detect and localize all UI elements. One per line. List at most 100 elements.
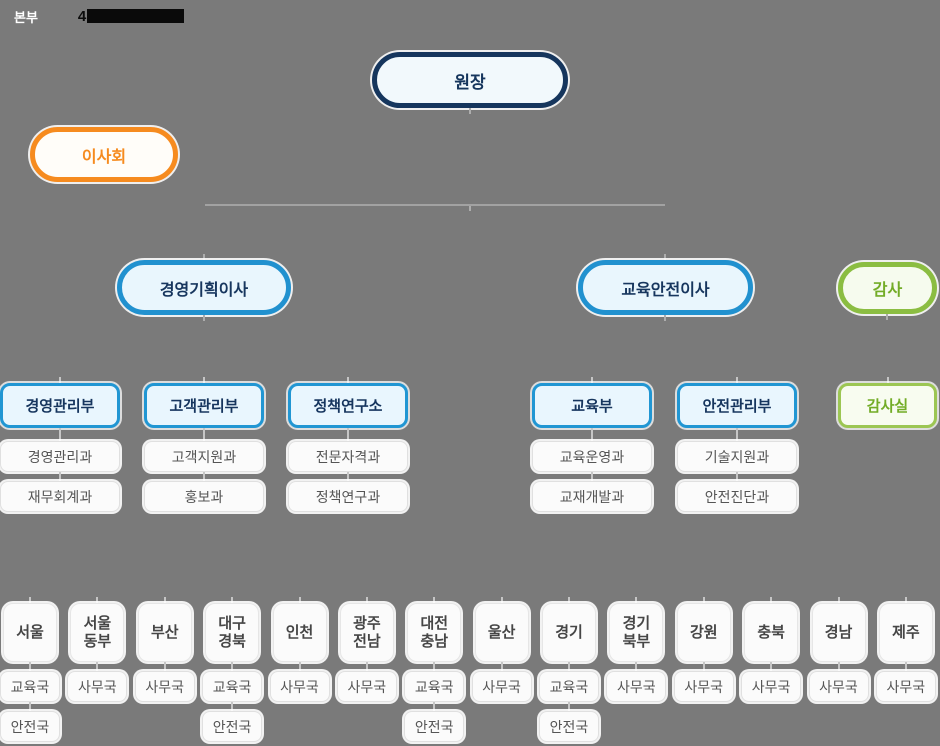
office-label: 사무국 bbox=[617, 678, 656, 695]
office-box: 안전국 bbox=[0, 711, 60, 742]
region-label: 인천 bbox=[285, 623, 314, 641]
office-label: 교육국 bbox=[212, 678, 252, 695]
region-box: 제주 bbox=[878, 603, 933, 662]
dept-column-management: 경영관리부 경영관리과 재무회계과 bbox=[0, 377, 120, 512]
dept-box: 교육부 bbox=[532, 383, 652, 428]
team-label: 재무회계과 bbox=[27, 488, 93, 505]
office-label: 사무국 bbox=[78, 678, 117, 695]
region-column-gwangju-jeonnam: 광주 전남 사무국 bbox=[336, 597, 397, 742]
connector-tick bbox=[568, 662, 570, 671]
connector-tick bbox=[702, 662, 705, 671]
office-box: 교육국 bbox=[0, 671, 60, 702]
office-label: 사무국 bbox=[684, 678, 724, 695]
dept-label: 감사실 bbox=[866, 398, 909, 415]
connector-tick bbox=[298, 662, 301, 671]
region-box: 서울 bbox=[3, 603, 57, 662]
team-box: 기술지원과 bbox=[677, 441, 797, 472]
region-column-daejeon-chungnam: 대전 충남 교육국 안전국 bbox=[404, 597, 465, 742]
connector-tick bbox=[163, 662, 166, 671]
office-box: 안전국 bbox=[404, 711, 465, 742]
region-label: 경남 bbox=[824, 623, 853, 641]
connector-tick bbox=[59, 472, 61, 481]
connector-tick bbox=[736, 428, 738, 441]
team-box: 정책연구과 bbox=[288, 481, 408, 512]
office-box: 사무국 bbox=[875, 671, 936, 702]
connector-stub bbox=[203, 254, 205, 260]
connector-tick bbox=[59, 428, 61, 441]
region-label: 대구 경북 bbox=[218, 615, 246, 650]
dept-box: 감사실 bbox=[838, 383, 937, 428]
team-box: 경영관리과 bbox=[0, 441, 120, 472]
region-label: 경기 북부 bbox=[622, 615, 651, 650]
office-label: 사무국 bbox=[886, 678, 926, 695]
office-box: 사무국 bbox=[134, 671, 195, 702]
region-label: 대전 충남 bbox=[420, 615, 449, 650]
node-auditor: 감사 bbox=[838, 262, 937, 314]
connector-tick bbox=[365, 662, 368, 671]
region-column-jeju: 제주 사무국 bbox=[875, 597, 936, 742]
connector-stub bbox=[886, 314, 888, 320]
office-label: 사무국 bbox=[280, 678, 319, 695]
region-box: 경기 북부 bbox=[609, 603, 664, 662]
region-column-daegu-gyeongbuk: 대구 경북 교육국 안전국 bbox=[202, 597, 263, 742]
connector-tick bbox=[203, 472, 205, 481]
connector-tick bbox=[203, 428, 205, 441]
redacted-text-bar bbox=[87, 9, 185, 23]
region-column-busan: 부산 사무국 bbox=[134, 597, 195, 742]
connector-tick bbox=[837, 597, 840, 603]
office-label: 사무국 bbox=[347, 678, 387, 695]
office-label: 사무국 bbox=[482, 678, 521, 695]
connector-tick bbox=[433, 662, 436, 671]
region-column-gyeongnam: 경남 사무국 bbox=[808, 597, 869, 742]
node-exec-label: 경영기획이사 bbox=[159, 281, 249, 299]
connector-tick bbox=[904, 662, 907, 671]
team-label: 안전진단과 bbox=[704, 488, 770, 505]
team-box: 교재개발과 bbox=[532, 481, 652, 512]
office-box: 교육국 bbox=[202, 671, 263, 702]
region-box: 부산 bbox=[137, 603, 192, 662]
office-box: 안전국 bbox=[202, 711, 263, 742]
connector-stub bbox=[664, 315, 666, 321]
connector-tick bbox=[29, 597, 31, 603]
region-column-chungbuk: 충북 사무국 bbox=[741, 597, 802, 742]
team-label: 교재개발과 bbox=[559, 488, 625, 505]
dept-column-customer: 고객관리부 고객지원과 홍보과 bbox=[144, 377, 264, 512]
connector-tick bbox=[433, 597, 436, 603]
team-box: 전문자격과 bbox=[288, 441, 408, 472]
office-box: 사무국 bbox=[269, 671, 330, 702]
team-label: 전문자격과 bbox=[315, 448, 381, 465]
office-box: 사무국 bbox=[606, 671, 667, 702]
connector-tick bbox=[96, 662, 99, 671]
region-label: 제주 bbox=[892, 623, 920, 641]
connector-tick bbox=[837, 662, 840, 671]
region-box: 경기 bbox=[542, 603, 596, 662]
dept-label: 교육부 bbox=[571, 398, 613, 415]
connector-stub bbox=[664, 254, 666, 260]
region-box: 대구 경북 bbox=[205, 603, 260, 662]
region-label: 강원 bbox=[689, 623, 718, 641]
region-box: 서울 동부 bbox=[70, 603, 125, 662]
dept-box: 고객관리부 bbox=[144, 383, 264, 428]
dept-label: 고객관리부 bbox=[169, 398, 239, 415]
connector-tick bbox=[736, 377, 738, 383]
dept-column-safety: 안전관리부 기술지원과 안전진단과 bbox=[677, 377, 797, 512]
connector-tick bbox=[59, 377, 61, 383]
connector-tick bbox=[203, 377, 205, 383]
team-label: 교육운영과 bbox=[559, 448, 625, 465]
team-box: 교육운영과 bbox=[532, 441, 652, 472]
office-label: 안전국 bbox=[414, 718, 454, 735]
node-exec-label: 교육안전이사 bbox=[621, 281, 710, 299]
connector-tick bbox=[591, 472, 593, 481]
connector-tick bbox=[433, 702, 436, 711]
connector-tick bbox=[591, 377, 593, 383]
connector-tick bbox=[29, 702, 31, 711]
dept-label: 안전관리부 bbox=[702, 398, 772, 415]
connector-tick bbox=[298, 597, 301, 603]
connector-tick bbox=[500, 597, 503, 603]
team-label: 기술지원과 bbox=[704, 448, 770, 465]
connector-tick bbox=[591, 428, 593, 441]
connector-tick bbox=[29, 662, 31, 671]
team-box: 재무회계과 bbox=[0, 481, 120, 512]
office-box: 교육국 bbox=[404, 671, 465, 702]
connector-tick bbox=[702, 597, 705, 603]
